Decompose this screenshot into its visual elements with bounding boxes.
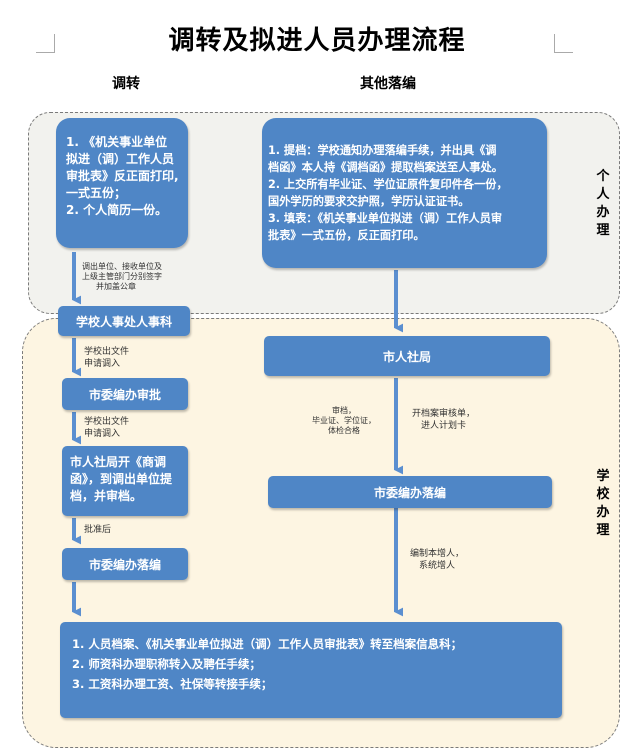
school-region-label: 学校办理 xyxy=(596,469,610,538)
note-line: 编制本增人， xyxy=(410,549,465,559)
note-after-approval: 批准后 xyxy=(84,525,112,535)
note-line: 学校出文件 xyxy=(84,347,130,357)
note-school-document-2: 学校出文件 申请调入 xyxy=(84,416,129,440)
note-school-document-1: 学校出文件 申请调入 xyxy=(84,346,129,370)
hr-letter-line: 市人社局开《商调 xyxy=(70,455,167,469)
city-hr-box: 市人社局 xyxy=(264,336,550,376)
final-procedure-line: 2. 师资科办理职称转入及聘任手续； xyxy=(72,657,261,671)
column-header-other: 其他落编 xyxy=(360,76,416,92)
personal-materials-box: 1. 《机关事业单位 拟进（调）工作人员 审批表》反正面打印, 一式五份； 2.… xyxy=(56,118,188,248)
note-line: 上级主管部门分别签字 xyxy=(82,272,162,281)
staffing-register-right-box: 市委编办落编 xyxy=(268,476,552,508)
note-line: 体检合格 xyxy=(328,426,360,435)
staffing-register-left-box: 市委编办落编 xyxy=(62,548,188,580)
school-hr-box: 学校人事处人事科 xyxy=(58,306,190,336)
note-signatures: 调出单位、接收单位及 上级主管部门分别签字 并加盖公章 xyxy=(82,262,162,292)
crop-mark-top-left xyxy=(36,34,55,53)
note-archive-review: 审档， 毕业证、学位证， 体检合格 xyxy=(312,406,376,436)
hr-letter-line: 档，并审档。 xyxy=(70,489,143,503)
personal-materials-line: 审批表》反正面打印, xyxy=(66,169,179,183)
filing-materials-line: 3. 填表：《机关事业单位拟进（调）工作人员审 xyxy=(268,212,503,225)
final-procedures-box: 1. 人员档案、《机关事业单位拟进（调）工作人员审批表》转至档案信息科； 2. … xyxy=(60,622,562,718)
staffing-approval-box: 市委编办审批 xyxy=(62,378,188,410)
filing-materials-box: 1. 提档：学校通知办理落编手续，并出具《调 档函》本人持《调档函》提取档案送至… xyxy=(262,118,547,268)
personal-materials-line: 拟进（调）工作人员 xyxy=(66,152,175,166)
page-title: 调转及拟进人员办理流程 xyxy=(168,26,466,56)
note-line: 毕业证、学位证， xyxy=(312,416,376,425)
personal-materials-line: 1. 《机关事业单位 xyxy=(66,135,168,149)
filing-materials-line: 档函》本人持《调档函》提取档案送至人事处。 xyxy=(268,161,503,174)
note-line: 调出单位、接收单位及 xyxy=(82,262,162,271)
note-line: 申请调入 xyxy=(84,429,121,439)
personal-region-label: 个人办理 xyxy=(596,169,610,238)
hr-letter-line: 函》，到调出单位提 xyxy=(70,472,173,486)
note-archive-audit: 开档案审核单， 进人计划卡 xyxy=(412,408,475,432)
note-line: 进人计划卡 xyxy=(421,421,467,431)
note-line: 系统增人 xyxy=(419,561,456,571)
column-header-transfer: 调转 xyxy=(112,76,140,92)
hr-transfer-letter-box: 市人社局开《商调 函》，到调出单位提 档，并审档。 xyxy=(62,446,188,516)
personal-materials-line: 2. 个人简历一份。 xyxy=(66,203,168,217)
filing-materials-line: 2. 上交所有毕业证、学位证原件复印件各一份， xyxy=(268,178,508,191)
final-procedure-line: 3. 工资科办理工资、社保等转接手续； xyxy=(72,677,273,691)
filing-materials-line: 批表》一式五份，反正面打印。 xyxy=(268,229,425,242)
crop-mark-top-right xyxy=(554,34,573,53)
note-line: 审档， xyxy=(332,406,356,415)
note-line: 学校出文件 xyxy=(84,417,130,427)
note-line: 申请调入 xyxy=(84,359,121,369)
note-line: 开档案审核单， xyxy=(412,409,476,419)
filing-materials-line: 国外学历的要求交护照，学历认证证书。 xyxy=(268,195,470,208)
personal-materials-line: 一式五份； xyxy=(66,186,127,200)
final-procedure-line: 1. 人员档案、《机关事业单位拟进（调）工作人员审批表》转至档案信息科； xyxy=(72,637,463,651)
filing-materials-line: 1. 提档：学校通知办理落编手续，并出具《调 xyxy=(268,144,497,157)
note-staffing-increase: 编制本增人， 系统增人 xyxy=(410,548,464,572)
note-line: 并加盖公章 xyxy=(96,282,136,291)
